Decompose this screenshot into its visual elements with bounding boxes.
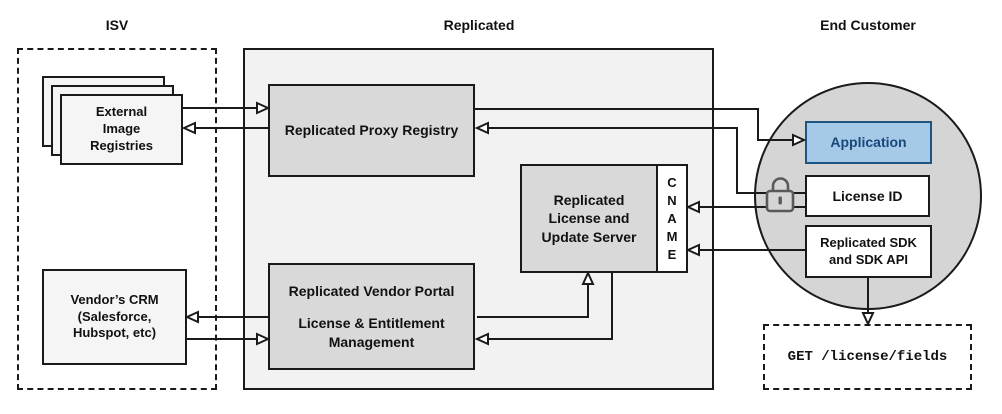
license-id-label: License ID	[832, 187, 903, 204]
replicated-proxy-registry-label: Replicated Proxy Registry	[284, 122, 459, 139]
section-title-isv: ISV	[105, 17, 129, 33]
application-label: Application	[830, 134, 907, 151]
cname-box: CNAME	[656, 164, 688, 273]
external-image-registries: External Image Registries	[60, 94, 183, 165]
vendor-portal-subtitle: License & Entitlement Management	[298, 315, 445, 350]
replicated-proxy-registry: Replicated Proxy Registry	[268, 84, 475, 177]
replicated-sdk-box: Replicated SDK and SDK API	[805, 225, 932, 278]
vendors-crm-label: Vendor’s CRM (Salesforce, Hubspot, etc)	[70, 291, 159, 341]
replicated-license-update-server: Replicated License and Update Server	[520, 164, 658, 273]
replicated-license-update-server-label: Replicated License and Update Server	[541, 192, 637, 245]
get-license-fields-box: GET /license/fields	[763, 324, 972, 390]
get-license-fields-label: GET /license/fields	[787, 349, 948, 365]
section-title-replicated: Replicated	[443, 17, 515, 33]
replicated-sdk-label: Replicated SDK and SDK API	[820, 234, 917, 267]
external-image-registries-label: External Image Registries	[90, 104, 153, 153]
cname-label: CNAME	[666, 174, 678, 262]
vendor-portal-title: Replicated Vendor Portal	[288, 283, 455, 300]
license-id-box: License ID	[805, 175, 930, 217]
section-title-end-customer: End Customer	[820, 17, 916, 33]
application-box: Application	[805, 121, 932, 164]
replicated-vendor-portal: Replicated Vendor Portal License & Entit…	[268, 263, 475, 370]
vendors-crm: Vendor’s CRM (Salesforce, Hubspot, etc)	[42, 269, 187, 365]
